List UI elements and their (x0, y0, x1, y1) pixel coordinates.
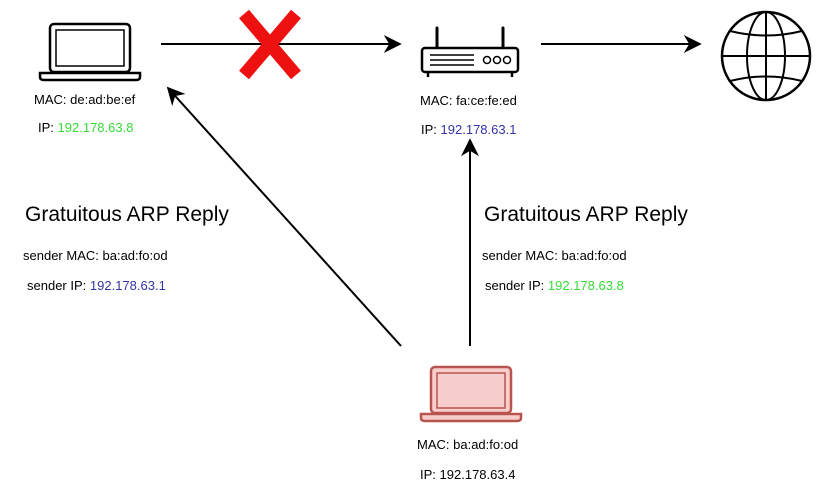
router-ip-value: 192.178.63.1 (440, 122, 517, 137)
reply-to-router-mac-text: sender MAC: ba:ad:fo:od (482, 248, 627, 263)
reply-to-router-title: Gratuitous ARP Reply (484, 203, 688, 226)
victim-ip-value: 192.178.63.8 (57, 120, 134, 135)
reply-to-victim-ip-value: 192.178.63.1 (89, 278, 166, 293)
reply-to-router-mac-value: ba:ad:fo:od (561, 248, 627, 263)
reply-to-router-mac-label: sender MAC: (482, 248, 558, 263)
victim-mac-value: de:ad:be:ef (70, 92, 136, 107)
victim-mac-label: MAC: (34, 92, 67, 107)
victim-mac-text: MAC: de:ad:be:ef (34, 92, 135, 107)
arrow-attacker-to-victim (166, 86, 402, 347)
reply-to-victim-title: Gratuitous ARP Reply (25, 203, 229, 226)
reply-to-router-ip-value: 192.178.63.8 (547, 278, 624, 293)
attacker-laptop-icon (419, 365, 523, 423)
reply-to-victim-mac-label: sender MAC: (23, 248, 99, 263)
router-mac-text: MAC: fa:ce:fe:ed (420, 93, 517, 108)
victim-ip-text: IP: 192.178.63.8 (38, 120, 133, 135)
router-icon (420, 26, 520, 77)
attacker-mac-label: MAC: (417, 437, 450, 452)
reply-to-victim-mac-text: sender MAC: ba:ad:fo:od (23, 248, 168, 263)
router-ip-text: IP: 192.178.63.1 (421, 122, 516, 137)
attacker-ip-text: IP: 192.178.63.4 (420, 467, 515, 482)
attacker-mac-text: MAC: ba:ad:fo:od (417, 437, 518, 452)
router-mac-label: MAC: (420, 93, 453, 108)
router-mac-value: fa:ce:fe:ed (456, 93, 517, 108)
globe-icon (720, 10, 812, 102)
victim-laptop-icon (38, 22, 142, 82)
attacker-ip-value: 192.178.63.4 (439, 467, 516, 482)
reply-to-victim-ip-label: sender IP: (27, 278, 87, 293)
victim-ip-label: IP: (38, 120, 54, 135)
reply-to-router-ip-text: sender IP: 192.178.63.8 (485, 278, 624, 293)
reply-to-router-ip-label: sender IP: (485, 278, 545, 293)
router-ip-label: IP: (421, 122, 437, 137)
blocked-x-icon (239, 9, 301, 80)
attacker-mac-value: ba:ad:fo:od (453, 437, 519, 452)
reply-to-victim-ip-text: sender IP: 192.178.63.1 (27, 278, 166, 293)
attacker-ip-label: IP: (420, 467, 436, 482)
reply-to-victim-mac-value: ba:ad:fo:od (102, 248, 168, 263)
